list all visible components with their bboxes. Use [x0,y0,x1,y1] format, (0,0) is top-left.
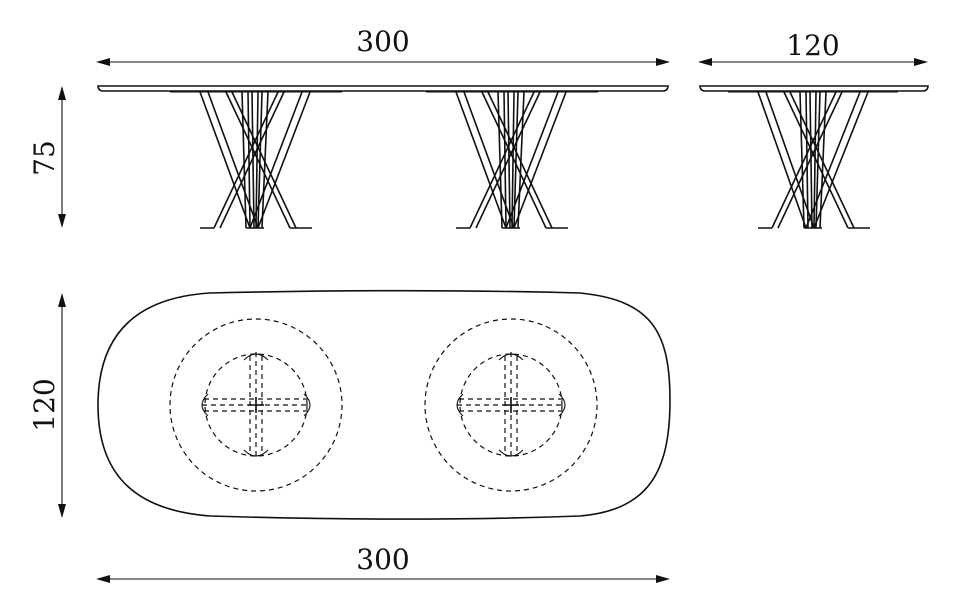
plan-view: 120 300 [28,289,671,583]
side-right-base [455,91,568,229]
end-width-label: 120 [786,29,839,62]
end-width-dimension: 120 [698,29,928,66]
end-tabletop [699,85,929,92]
plan-tabletop-outline [97,289,671,520]
height-dimension: 75 [28,86,66,228]
plan-depth-dimension: 120 [28,293,66,518]
height-label: 75 [28,140,61,176]
plan-width-dimension: 300 [96,543,670,583]
plan-right-base-footprint [424,318,598,492]
plan-left-base-footprint [169,318,343,492]
side-width-label: 300 [356,25,409,58]
side-tabletop [97,85,669,92]
side-width-dimension: 300 [96,25,670,66]
plan-width-label: 300 [356,543,409,576]
end-base [757,91,870,229]
end-elevation-view: 120 [698,29,929,229]
side-left-base [199,91,312,229]
plan-depth-label: 120 [28,378,61,431]
side-elevation-view: 300 [28,25,670,229]
